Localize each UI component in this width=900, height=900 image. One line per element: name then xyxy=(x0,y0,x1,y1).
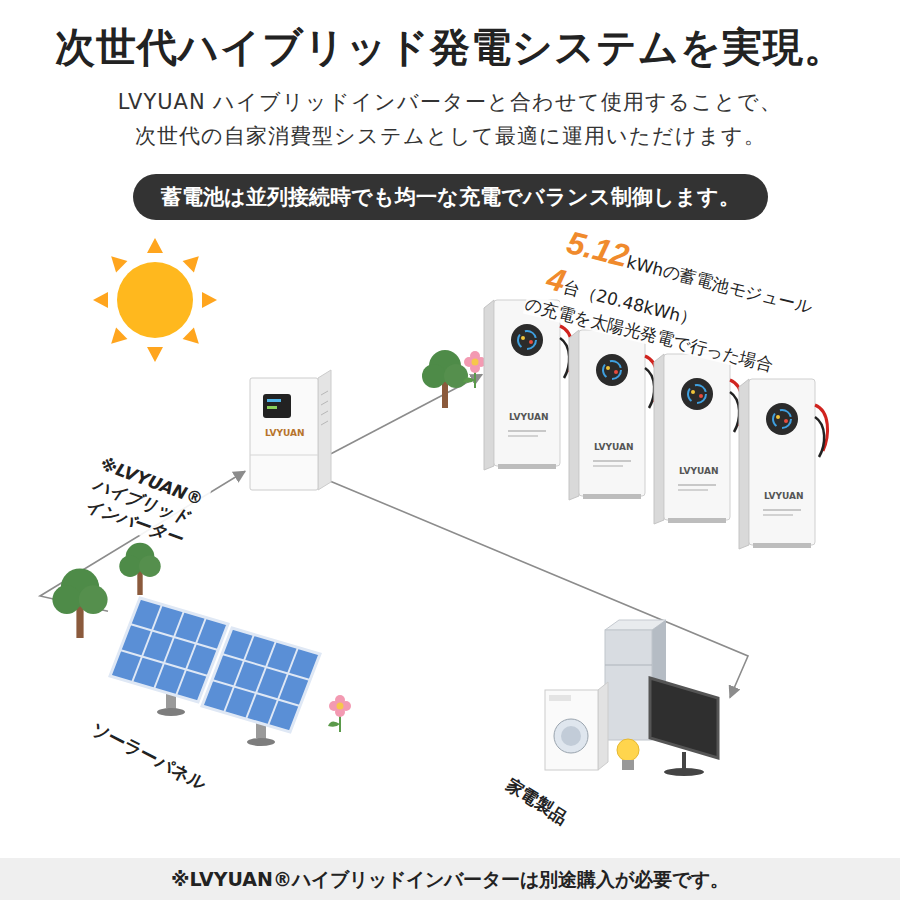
panel-grid xyxy=(246,641,276,719)
washer-glass xyxy=(561,726,581,746)
sun-ray xyxy=(183,251,205,273)
battery xyxy=(654,354,743,524)
brand-label: LVYUAN xyxy=(764,491,804,501)
battery-box: LVYUAN xyxy=(652,352,732,522)
battery xyxy=(739,379,828,549)
panel-grid xyxy=(222,654,310,680)
solar-box: ソーラーパネル xyxy=(108,588,323,743)
brand-label: LVYUAN xyxy=(509,412,549,422)
inverter-box: LVYUAN※LVYUAN® ハイブリッドインバーター xyxy=(245,368,331,494)
sun-ray xyxy=(106,251,128,273)
part-label: ソーラーパネル xyxy=(85,716,212,796)
bulb xyxy=(617,739,639,761)
battery xyxy=(484,300,573,470)
tree xyxy=(422,350,468,408)
panel-grid xyxy=(212,680,300,706)
info-band: 蓄電池は並列接続時でも均一な充電でバランス制御します。 xyxy=(133,174,768,220)
solar-panel xyxy=(202,628,320,732)
callout-number: 5.12 xyxy=(563,224,632,274)
panel-foot xyxy=(247,738,275,746)
inverter-front xyxy=(250,378,318,490)
bottom-bar: ※LVYUAN®ハイブリッドインバーターは別途購入が必要です。 xyxy=(0,858,900,900)
band-text: 蓄電池は並列接続時でも均一な充電でバランス制御します。 xyxy=(161,183,740,211)
panel-grid xyxy=(120,650,208,676)
part-label: 家電製品 xyxy=(500,773,573,831)
inverter-seam xyxy=(250,455,318,456)
battery xyxy=(569,330,658,500)
battery-box: LVYUAN xyxy=(737,377,817,547)
appliance-box: 家電製品 xyxy=(540,615,730,780)
sun-ray xyxy=(202,292,217,308)
flower xyxy=(463,351,486,388)
text-anchor: ※LVYUAN® ハイブリッドインバーター xyxy=(80,452,211,554)
brand-label: LVYUAN xyxy=(265,428,305,438)
display-bar xyxy=(267,399,281,402)
sun-disc xyxy=(117,262,193,338)
fin xyxy=(321,411,328,415)
solar-panels xyxy=(110,598,320,746)
display-bar xyxy=(267,406,277,409)
panel-grid xyxy=(132,605,162,683)
battery-box: LVYUAN xyxy=(567,328,647,498)
fin xyxy=(321,401,328,405)
fridge-door xyxy=(605,665,652,666)
washer-door xyxy=(554,719,588,753)
text-anchor: LVYUAN xyxy=(679,466,719,476)
part-label: ※LVYUAN® ハイブリッドインバーター xyxy=(80,452,211,554)
sun-ray xyxy=(147,238,163,253)
washer-front xyxy=(545,690,598,770)
battery-box: LVYUAN xyxy=(482,298,564,468)
text-anchor: LVYUAN xyxy=(509,412,549,422)
appliances xyxy=(545,620,718,776)
panel-grid xyxy=(130,624,218,650)
inverter xyxy=(250,370,331,490)
subtitle-wrap: LVYUAN ハイブリッドインバーターと合わせて使用することで、 次世代の自家消… xyxy=(0,86,900,153)
flower xyxy=(328,695,351,732)
brand-label: LVYUAN xyxy=(679,466,719,476)
caption: ※LVYUAN®ハイブリッドインバーターは別途購入が必要です。 xyxy=(171,858,729,900)
fin xyxy=(321,421,328,425)
title: 次世代ハイブリッド発電システムを実現。 xyxy=(55,20,845,75)
text-anchor: 家電製品 xyxy=(500,773,573,831)
title-wrap: 次世代ハイブリッド発電システムを実現。 xyxy=(0,20,900,75)
panel-foot xyxy=(157,708,185,716)
text-anchor: LVYUAN xyxy=(764,491,804,501)
sun-ray xyxy=(106,328,128,350)
panel-grid xyxy=(176,618,206,696)
inverter-display xyxy=(263,394,291,418)
panel-grid xyxy=(268,648,298,726)
fin xyxy=(321,391,328,395)
fridge-front xyxy=(605,630,652,740)
tree xyxy=(52,568,107,638)
washer-panel xyxy=(549,695,571,701)
text-anchor: LVYUAN xyxy=(265,428,305,438)
inverter-side xyxy=(318,370,331,490)
tree xyxy=(119,543,160,595)
text-anchor: LVYUAN xyxy=(594,442,634,452)
tv-stand xyxy=(682,752,686,770)
washer-side xyxy=(598,682,608,770)
subtitle: LVYUAN ハイブリッドインバーターと合わせて使用することで、 次世代の自家消… xyxy=(116,86,784,153)
sun-ray xyxy=(93,292,108,308)
bulb-base xyxy=(622,760,634,770)
panel-grid xyxy=(154,611,184,689)
panel-grid xyxy=(224,635,254,713)
text-anchor: ソーラーパネル xyxy=(85,716,212,796)
tv-screen xyxy=(650,678,718,758)
sun-ray xyxy=(147,347,163,362)
tv-base xyxy=(664,768,704,776)
sun-ray xyxy=(183,328,205,350)
brand-label: LVYUAN xyxy=(594,442,634,452)
sun xyxy=(93,238,217,362)
